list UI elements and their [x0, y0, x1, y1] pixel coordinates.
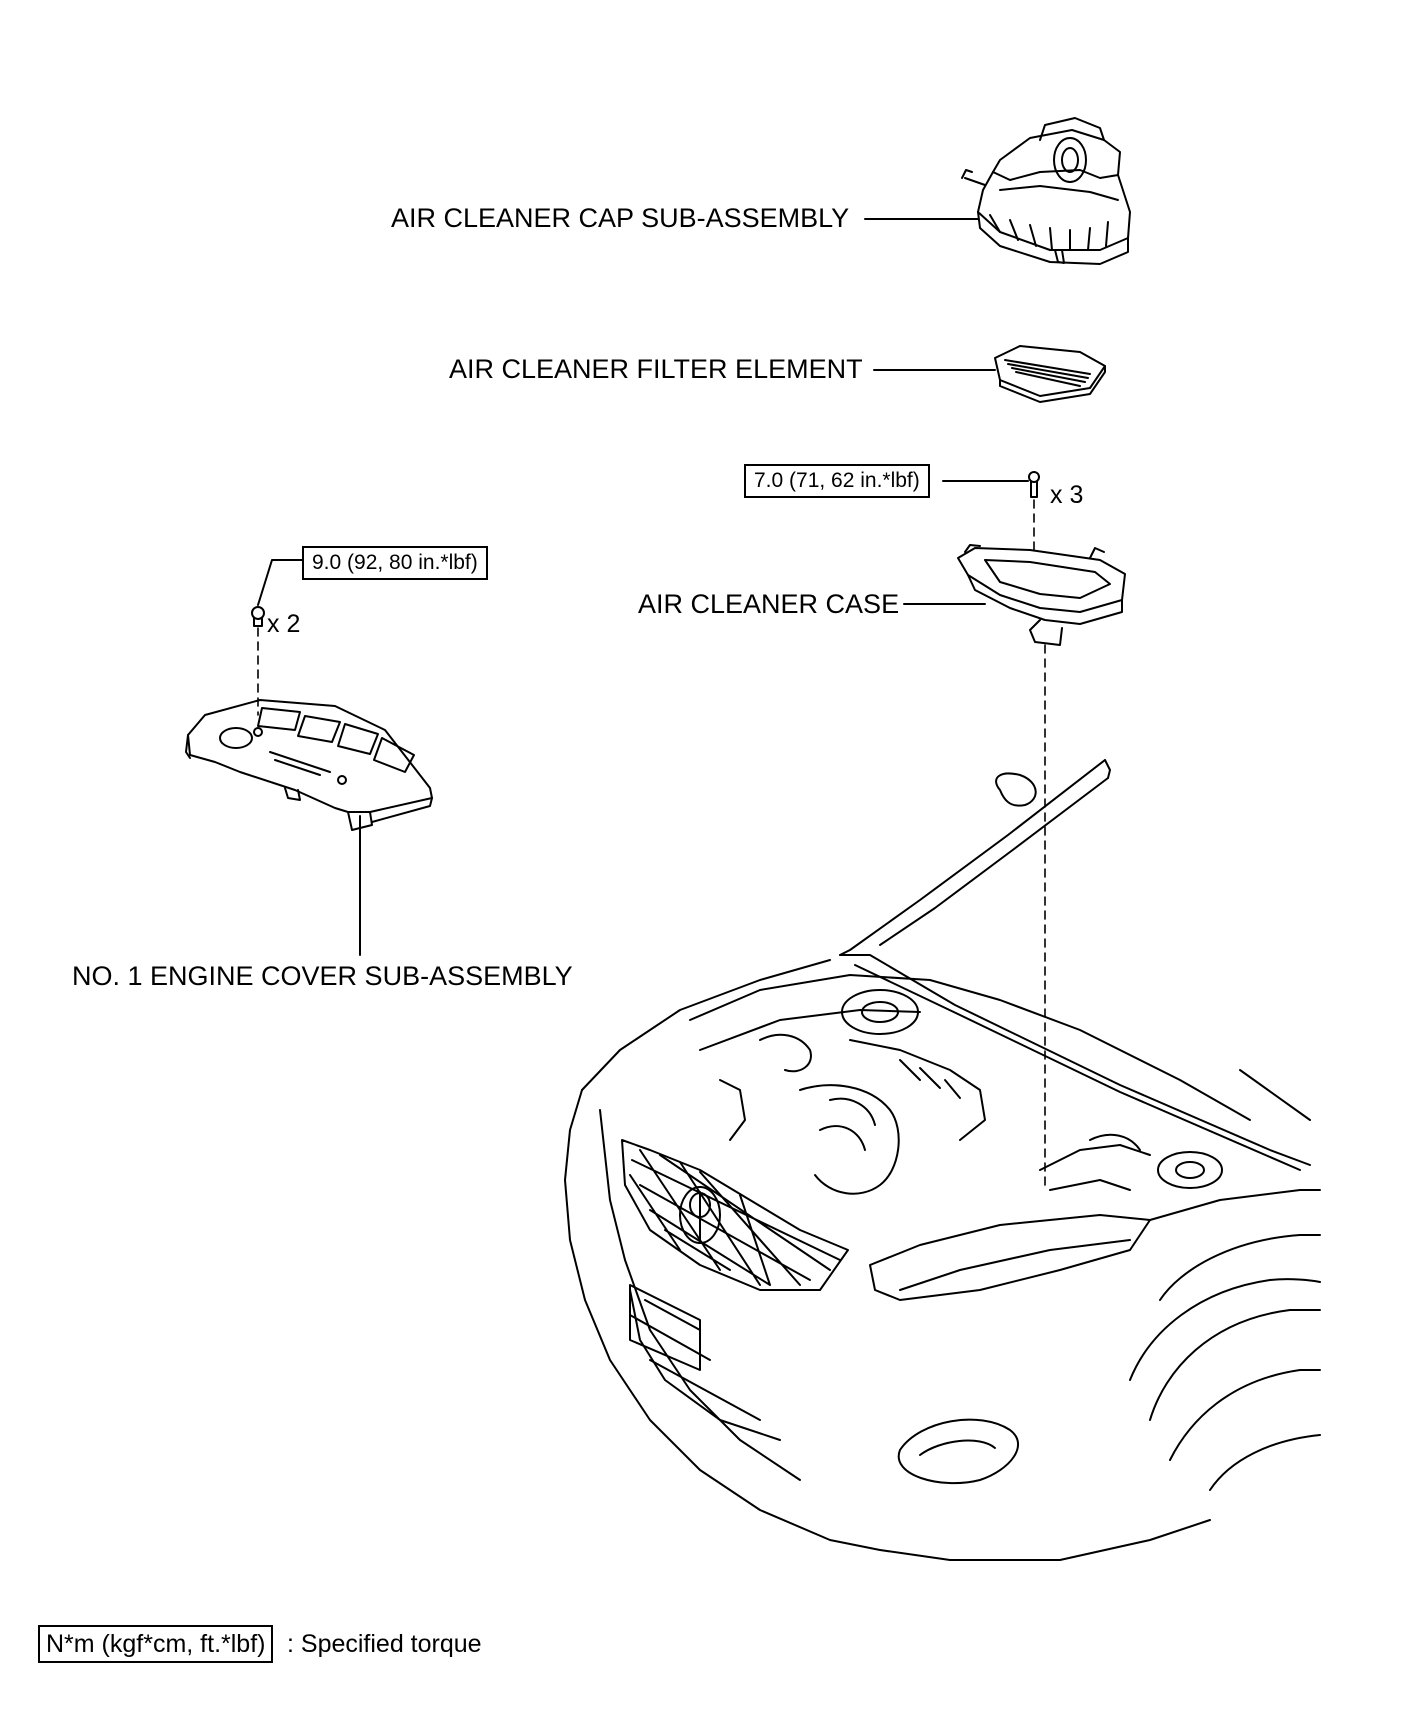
air-cleaner-case-drawing: [957, 544, 1126, 646]
air-cleaner-case-label: AIR CLEANER CASE: [638, 589, 900, 619]
case-bolt-torque-box: 7.0 (71, 62 in.*lbf): [744, 464, 930, 498]
legend-description: : Specified torque: [287, 1630, 482, 1658]
legend-unit-box: N*m (kgf*cm, ft.*lbf): [38, 1625, 274, 1663]
air-cleaner-filter-label: AIR CLEANER FILTER ELEMENT: [449, 354, 863, 384]
cover-nut-drawing: [251, 606, 265, 627]
air-cleaner-cap-drawing: [961, 117, 1131, 265]
engine-cover-label: NO. 1 ENGINE COVER SUB-ASSEMBLY: [72, 961, 573, 991]
cover-nut-torque-box: 9.0 (92, 80 in.*lbf): [302, 546, 488, 580]
air-cleaner-cap-label: AIR CLEANER CAP SUB-ASSEMBLY: [391, 203, 850, 233]
engine-cover-drawing: [185, 699, 433, 831]
car-front-drawing: [564, 759, 1321, 1561]
leader-lines: [257, 218, 1029, 956]
cover-nut-quantity: x 2: [267, 610, 301, 638]
case-bolt-quantity: x 3: [1050, 481, 1084, 509]
case-bolt-drawing: [1028, 471, 1040, 498]
air-cleaner-filter-drawing: [994, 345, 1106, 403]
assembly-dashed-lines: [257, 499, 1046, 1186]
